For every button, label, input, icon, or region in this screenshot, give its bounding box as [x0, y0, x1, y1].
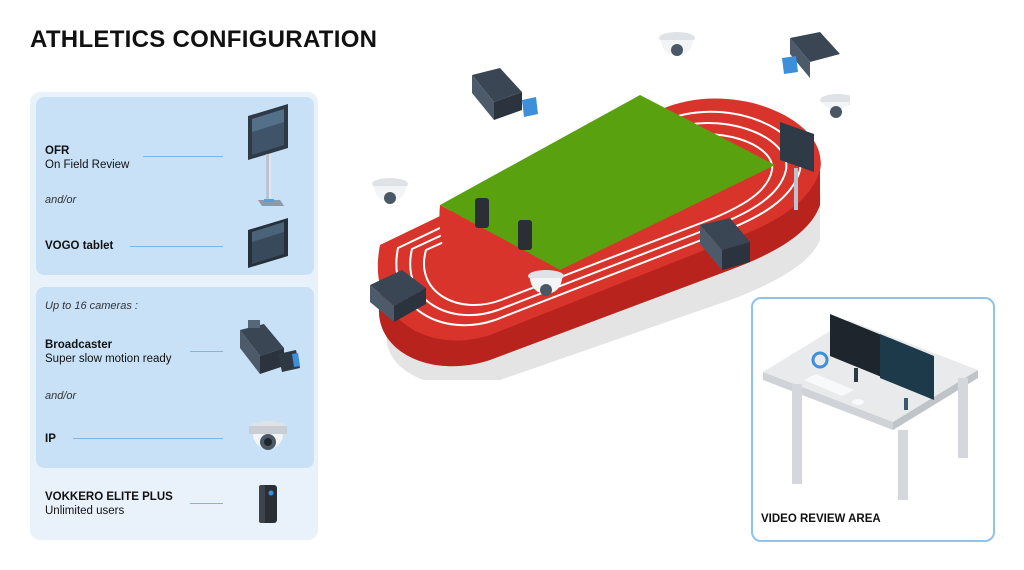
cameras-heading: Up to 16 cameras : [45, 300, 138, 312]
lane-line-1 [395, 110, 802, 327]
tablet-leader-line [130, 246, 223, 247]
dome-camera-top [659, 32, 695, 56]
broadcaster-label: Broadcaster Super slow motion ready [45, 338, 172, 366]
ofr-leader-line [143, 156, 223, 157]
broadcast-camera-top-left [472, 68, 538, 120]
stadium-illustration [370, 32, 850, 380]
vokkero-desc: Unlimited users [45, 505, 125, 517]
ofr-label: OFR On Field Review [45, 144, 129, 172]
broadcast-camera-top-right [782, 32, 840, 78]
vokkero-leader-line [190, 503, 223, 504]
broadcast-camera-icon [240, 320, 300, 374]
dome-camera-left [372, 178, 408, 204]
page-title: ATHLETICS CONFIGURATION [30, 26, 378, 53]
broadcaster-name: Broadcaster [45, 339, 113, 351]
dome-camera-icon [249, 421, 287, 450]
lane-line-3 [423, 133, 774, 306]
tablet-name: VOGO tablet [45, 240, 114, 252]
broadcast-camera-bottom-left [370, 270, 426, 322]
vokkero-name: VOKKERO ELITE PLUS [45, 491, 173, 503]
vokkero-label: VOKKERO ELITE PLUS Unlimited users [45, 490, 173, 518]
ofr-desc: On Field Review [45, 159, 130, 171]
desk-monitors-icon [763, 314, 978, 500]
dome-camera-right [820, 94, 850, 118]
and-or-2: and/or [45, 390, 77, 402]
radio-device-icon [259, 485, 277, 523]
broadcast-camera-right [700, 218, 750, 270]
dome-camera-bottom [528, 270, 564, 296]
ofr-name: OFR [45, 145, 70, 157]
review-area-label: VIDEO REVIEW AREA [761, 513, 881, 525]
tablet-label: VOGO tablet [45, 239, 113, 253]
lane-line-2 [409, 122, 788, 316]
ip-leader-line [73, 438, 223, 439]
ip-name: IP [45, 433, 56, 445]
and-or-1: and/or [45, 194, 77, 206]
track-inner-curve [439, 205, 560, 295]
ofr-pole [794, 168, 798, 210]
tablet-icon [248, 218, 288, 268]
ip-label: IP [45, 432, 56, 446]
vokkero-device-2 [518, 220, 532, 250]
vokkero-device-1 [475, 198, 489, 228]
monitor-stand-icon [248, 104, 288, 206]
broadcaster-leader-line [190, 351, 223, 352]
broadcaster-desc: Super slow motion ready [45, 353, 172, 365]
ofr-monitor [780, 122, 814, 172]
